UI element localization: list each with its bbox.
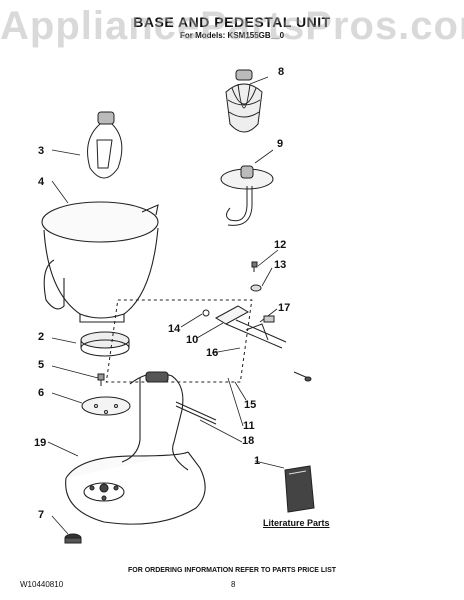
page-number: 8	[231, 580, 236, 589]
rubber-foot	[64, 533, 82, 544]
callout-18: 18	[242, 435, 255, 447]
callout-8: 8	[278, 66, 285, 78]
callout-4: 4	[38, 176, 45, 188]
mixing-bowl	[41, 201, 159, 323]
parts-group-box	[105, 299, 253, 383]
callout-11: 11	[243, 420, 255, 432]
clamp-band	[80, 331, 130, 357]
pedestal-base	[65, 371, 206, 525]
callout-13: 13	[274, 259, 287, 271]
dough-hook	[220, 165, 274, 226]
ordering-note: FOR ORDERING INFORMATION REFER TO PARTS …	[127, 567, 337, 574]
bowl-mounting-plate	[81, 396, 131, 416]
callout-1: 1	[254, 455, 261, 467]
hinge-pin	[175, 401, 217, 425]
lock-washer	[250, 284, 262, 292]
lock-assembly	[202, 305, 287, 349]
small-screw	[293, 371, 312, 382]
callout-3: 3	[38, 145, 45, 157]
callout-6: 6	[38, 387, 45, 399]
flat-beater	[87, 111, 123, 179]
diagram-subtitle: For Models: KSM155GB__0	[179, 31, 285, 40]
callout-2: 2	[38, 331, 45, 343]
diagram-title: BASE AND PEDESTAL UNIT	[133, 14, 331, 30]
callout-14: 14	[168, 323, 181, 335]
wire-whip	[225, 69, 263, 133]
literature-parts-label: Literature Parts	[263, 518, 330, 528]
leader-lines	[47, 76, 285, 535]
callout-9: 9	[277, 138, 284, 150]
literature-booklet	[284, 465, 315, 513]
callout-12: 12	[274, 239, 287, 251]
callout-16: 16	[206, 347, 219, 359]
callout-10: 10	[186, 334, 199, 346]
callout-17: 17	[278, 302, 291, 314]
screw	[97, 373, 105, 386]
set-screw	[251, 261, 258, 272]
document-number: W10440810	[20, 580, 64, 589]
callout-19: 19	[34, 437, 47, 449]
callout-5: 5	[38, 359, 45, 371]
callout-7: 7	[38, 509, 45, 521]
callout-15: 15	[244, 399, 257, 411]
